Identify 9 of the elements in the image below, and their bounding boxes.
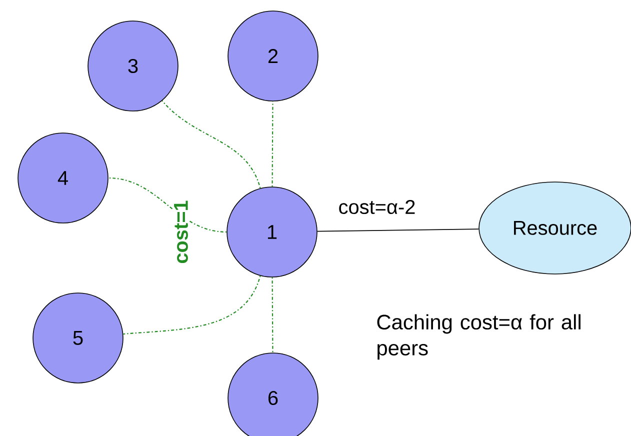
connector-line xyxy=(272,101,274,187)
connector-line xyxy=(123,276,261,335)
connector-line xyxy=(272,277,274,353)
edge-label: cost=1 xyxy=(173,199,189,265)
note-text: Caching cost=α for all peers xyxy=(377,314,580,360)
connector-line xyxy=(108,177,227,233)
connector-line xyxy=(316,228,480,232)
connector-line xyxy=(162,100,261,188)
edge-label: cost=α-2 xyxy=(337,198,417,216)
